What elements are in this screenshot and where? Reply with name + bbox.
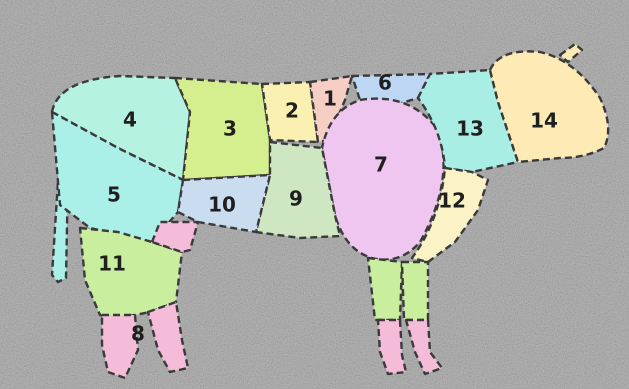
front-leg-1 bbox=[368, 258, 402, 320]
label-7: 7 bbox=[374, 153, 388, 177]
label-14: 14 bbox=[530, 109, 558, 133]
label-9: 9 bbox=[289, 187, 303, 211]
front-leg-2 bbox=[402, 262, 428, 320]
label-8: 8 bbox=[131, 322, 145, 346]
label-6: 6 bbox=[378, 71, 392, 95]
label-1: 1 bbox=[323, 87, 337, 111]
label-4: 4 bbox=[123, 108, 137, 132]
label-11: 11 bbox=[98, 252, 126, 276]
label-5: 5 bbox=[107, 183, 121, 207]
label-13: 13 bbox=[456, 117, 484, 141]
label-10: 10 bbox=[208, 193, 236, 217]
label-3: 3 bbox=[223, 117, 237, 141]
label-12: 12 bbox=[438, 189, 466, 213]
label-2: 2 bbox=[285, 99, 299, 123]
